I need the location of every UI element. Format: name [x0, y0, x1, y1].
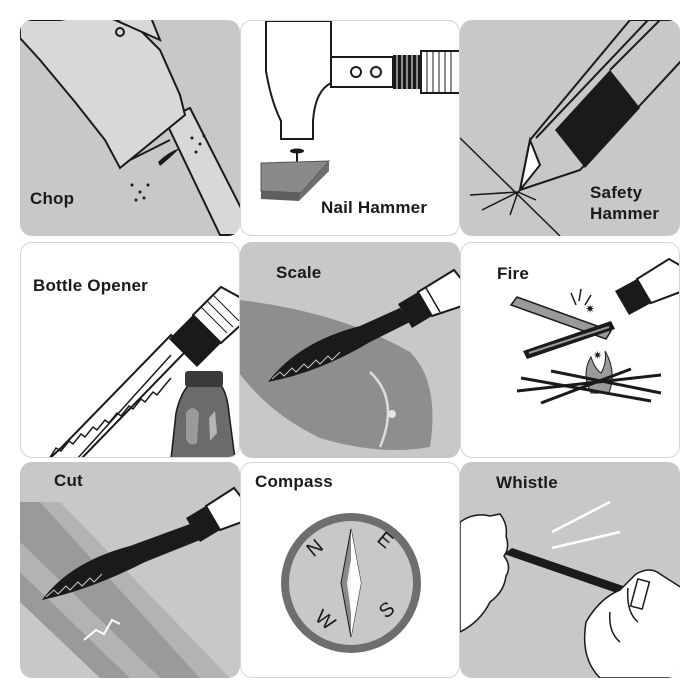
- safety-hammer-illustration: [460, 20, 680, 236]
- tile-compass: N E S W Compass: [240, 462, 460, 678]
- tile-label-safety-hammer: Safety Hammer: [590, 182, 659, 224]
- bottle-opener-illustration: [49, 285, 239, 457]
- tile-label-bottle-opener: Bottle Opener: [33, 276, 149, 295]
- fire-starter-illustration: ✷ ✷: [509, 257, 679, 405]
- tile-label-cut: Cut: [54, 471, 83, 490]
- tile-label-compass: Compass: [255, 472, 333, 491]
- tile-label-whistle: Whistle: [496, 473, 558, 492]
- tile-chop: Chop: [20, 20, 240, 236]
- safety-hammer-label-line2: Hammer: [590, 204, 660, 223]
- tile-bottle-opener: Bottle Opener: [20, 242, 240, 458]
- safety-hammer-label-line1: Safety: [590, 183, 643, 202]
- tile-nail-hammer: Nail Hammer: [240, 20, 460, 236]
- tile-safety-hammer: Safety Hammer: [460, 20, 680, 236]
- scale-fish-illustration: [240, 268, 460, 450]
- cut-rope-illustration: [20, 486, 240, 678]
- tile-label-nail-hammer: Nail Hammer: [321, 198, 428, 217]
- compass-illustration: N E S W: [281, 513, 421, 653]
- tile-scale: Scale: [240, 242, 460, 458]
- tile-label-fire: Fire: [497, 264, 529, 283]
- svg-text:✷: ✷: [585, 302, 595, 316]
- tile-whistle: Whistle: [460, 462, 680, 678]
- svg-text:✷: ✷: [593, 349, 602, 362]
- hammer-nail-illustration: [260, 21, 459, 201]
- whistle-illustration: [460, 500, 680, 678]
- tile-label-chop: Chop: [30, 189, 75, 208]
- tile-cut: Cut: [20, 462, 240, 678]
- axe-chop-illustration: [20, 20, 240, 236]
- tile-label-scale: Scale: [276, 263, 322, 282]
- tile-fire: ✷ ✷ Fire: [460, 242, 680, 458]
